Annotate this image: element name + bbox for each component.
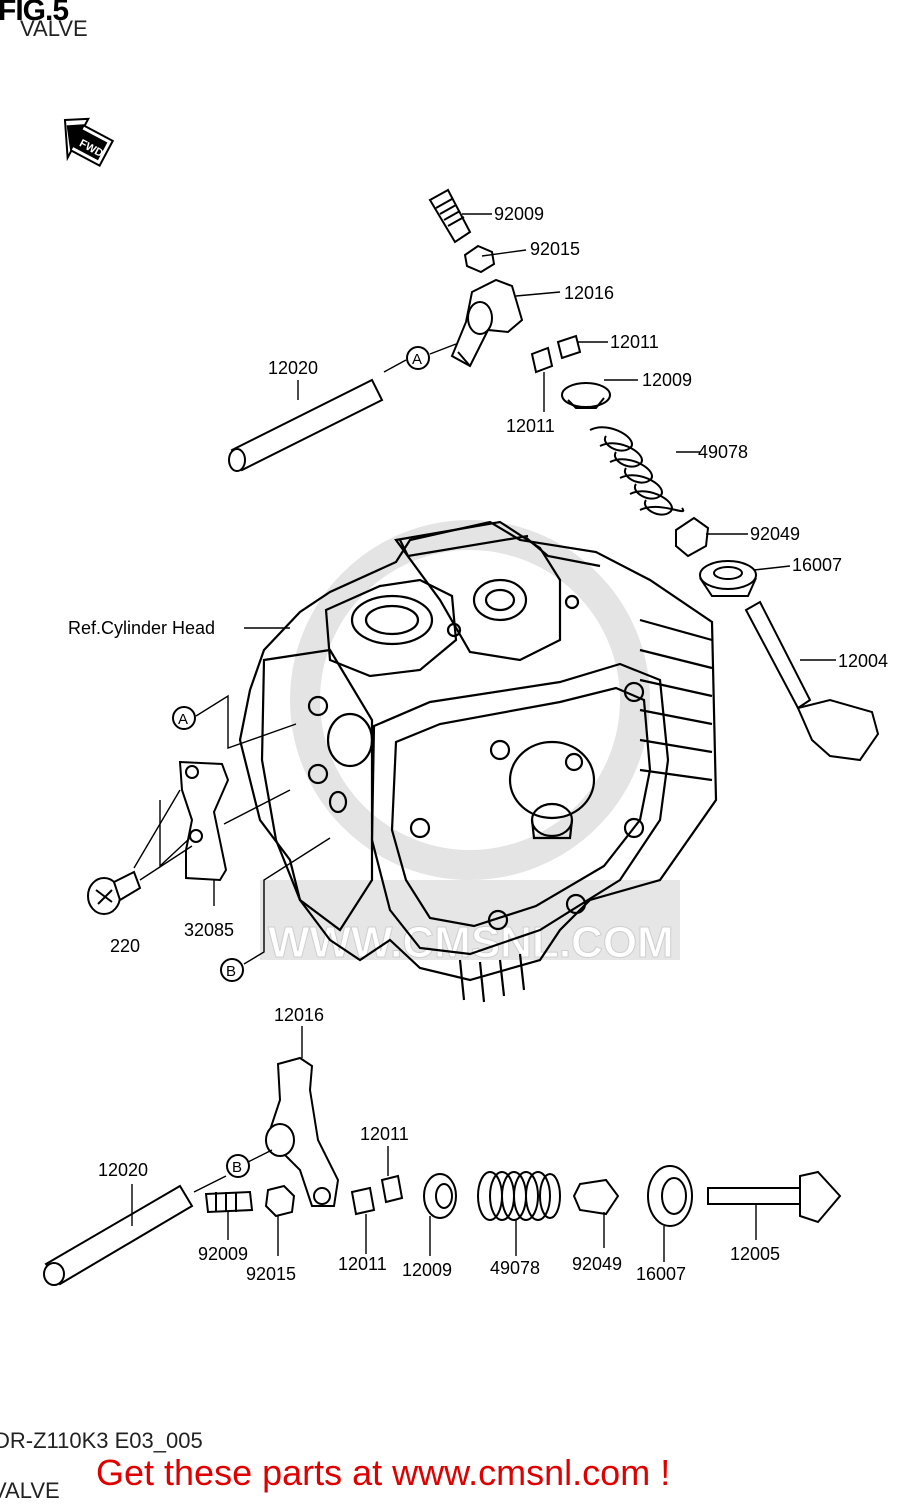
spring-seat-part — [699, 560, 757, 597]
marker-b-head-label: B — [226, 963, 236, 980]
forward-arrow-icon: FWD — [63, 117, 115, 167]
label-cotter-right-upper: 12011 — [610, 332, 659, 352]
watermark: WWW.CMSNL.COM — [260, 520, 680, 968]
cotter-right-part — [556, 334, 582, 360]
marker-a-head — [172, 706, 196, 730]
valve-spring-part — [589, 426, 685, 516]
reference-label: Ref.Cylinder Head — [68, 618, 215, 638]
label-adjuster-screw-upper: 92009 — [494, 204, 544, 224]
cotter-left-part — [530, 346, 554, 374]
marker-a-upper-label: A — [412, 351, 422, 368]
stem-seal-part — [675, 516, 710, 558]
rocker-shaft-lower-part — [43, 1184, 194, 1286]
label-exhaust-valve: 12005 — [730, 1244, 780, 1264]
plate-part — [178, 760, 230, 882]
label-spring-retainer-upper: 12009 — [642, 370, 692, 390]
footer-diagram-name: VALVE — [0, 1478, 60, 1503]
label-spring-seat-lower: 16007 — [636, 1264, 686, 1284]
screw-part — [87, 870, 142, 915]
cylinder-head — [238, 520, 718, 1003]
intake-valve-part — [744, 600, 880, 762]
marker-b-lower — [226, 1154, 250, 1178]
label-stem-seal-upper: 92049 — [750, 524, 800, 544]
spring-seat-lower-part — [647, 1165, 693, 1227]
label-screw: 220 — [110, 936, 140, 956]
rocker-arm-lower-part — [265, 1056, 340, 1207]
figure-subtitle: VALVE — [20, 16, 88, 41]
label-adjuster-screw-lower: 92009 — [198, 1244, 248, 1264]
label-stem-seal-lower: 92049 — [572, 1254, 622, 1274]
lock-nut-lower-part — [264, 1184, 296, 1218]
label-rocker-arm-lower: 12016 — [274, 1005, 324, 1025]
label-rocker-shaft-upper: 12020 — [268, 358, 318, 378]
promo-link[interactable]: Get these parts at www.cmsnl.com ! — [96, 1452, 671, 1493]
footer-diagram-code: DR-Z110K3 E03_005 — [0, 1428, 203, 1453]
label-intake-valve: 12004 — [838, 651, 888, 671]
figure-title: FIG.5 — [0, 0, 69, 27]
marker-b-lower-label: B — [232, 1159, 242, 1176]
label-spring-retainer-lower: 12009 — [402, 1260, 452, 1280]
label-rocker-shaft-lower: 12020 — [98, 1160, 148, 1180]
label-valve-spring-upper: 49078 — [698, 442, 748, 462]
upper-assembly — [228, 188, 880, 762]
label-plate: 32085 — [184, 920, 234, 940]
rocker-arm-part — [450, 278, 524, 368]
label-rocker-arm-upper: 12016 — [564, 283, 614, 303]
adjuster-screw-part — [428, 188, 472, 244]
valve-spring-lower-part — [477, 1171, 561, 1221]
adjuster-screw-lower-part — [204, 1190, 254, 1214]
rocker-shaft-part — [228, 378, 384, 472]
label-valve-spring-lower: 49078 — [490, 1258, 540, 1278]
label-lock-nut-upper: 92015 — [530, 239, 580, 259]
marker-b-head — [220, 958, 244, 982]
stem-seal-lower-part — [572, 1178, 620, 1216]
label-cotter-left-upper: 12011 — [506, 416, 555, 436]
spring-retainer-lower-part — [423, 1173, 457, 1219]
marker-a-upper — [406, 346, 430, 370]
cotter-top-lower-part — [380, 1174, 404, 1204]
lower-assembly — [43, 1026, 842, 1286]
label-lock-nut-lower: 92015 — [246, 1264, 296, 1284]
exhaust-valve-part — [707, 1170, 842, 1224]
label-cotter-top-lower: 12011 — [360, 1124, 409, 1144]
label-cotter-bottom-lower: 12011 — [338, 1254, 387, 1274]
spring-retainer-part — [561, 382, 611, 409]
marker-a-head-label: A — [178, 711, 188, 728]
lock-nut-part — [463, 244, 496, 274]
label-spring-seat-upper: 16007 — [792, 555, 842, 575]
cotter-bottom-lower-part — [350, 1186, 376, 1216]
